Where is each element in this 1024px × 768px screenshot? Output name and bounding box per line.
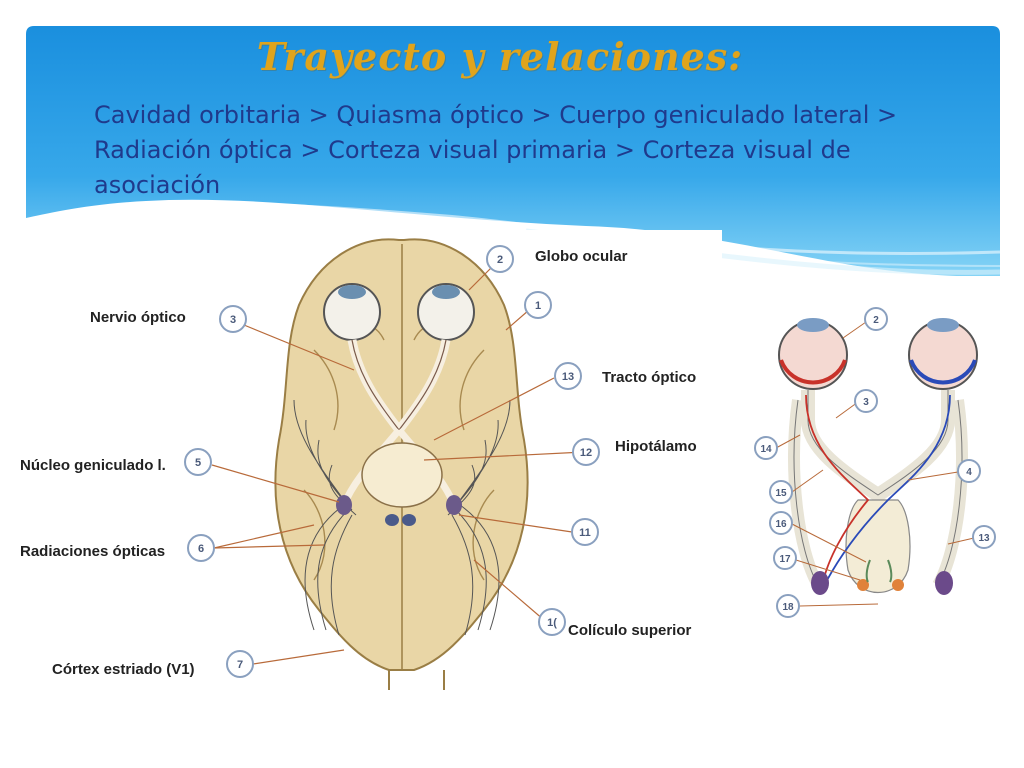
svg-text:6: 6 [198, 543, 204, 555]
marker-2: 2 [864, 307, 888, 331]
marker-4: 4 [957, 459, 981, 483]
marker-3: 3 [219, 305, 247, 333]
label-radiaciones-opticas: Radiaciones ópticas [20, 543, 165, 560]
label-coliculo-superior: Colículo superior [568, 622, 692, 639]
svg-text:7: 7 [237, 659, 243, 671]
svg-text:5: 5 [195, 457, 201, 469]
label-nervio-optico: Nervio óptico [90, 309, 186, 326]
svg-text:11: 11 [579, 527, 591, 539]
marker-7: 7 [226, 650, 254, 678]
visual-pathway-schematic: 2 3 14 4 15 16 13 17 18 [754, 307, 996, 618]
marker-5: 5 [184, 448, 212, 476]
svg-text:13: 13 [562, 371, 574, 383]
schematic-leader-lines [775, 321, 975, 607]
label-globo-ocular: Globo ocular [535, 248, 628, 265]
brain-illustration [274, 238, 529, 690]
marker-6: 6 [187, 534, 215, 562]
svg-text:4: 4 [966, 467, 972, 478]
marker-12: 12 [572, 438, 600, 466]
marker-14: 14 [754, 436, 778, 460]
svg-text:2: 2 [873, 315, 879, 326]
svg-text:1(: 1( [547, 617, 557, 629]
marker-13: 13 [972, 525, 996, 549]
svg-text:15: 15 [775, 488, 787, 499]
brain-markers: 2 1 3 13 12 5 11 6 1( 7 [184, 245, 600, 678]
svg-text:3: 3 [230, 314, 236, 326]
marker-16: 16 [769, 511, 793, 535]
label-tracto-optico: Tracto óptico [602, 369, 696, 386]
slide-title: Trayecto y relaciones: [256, 34, 744, 79]
marker-15: 15 [769, 480, 793, 504]
marker-18: 18 [776, 594, 800, 618]
marker-1: 1 [524, 291, 552, 319]
label-cortex-estriado: Córtex estriado (V1) [52, 661, 195, 678]
svg-text:12: 12 [580, 447, 592, 459]
svg-text:16: 16 [775, 519, 787, 530]
svg-text:13: 13 [978, 533, 990, 544]
svg-text:18: 18 [782, 602, 794, 613]
label-nucleo-geniculado: Núcleo geniculado l. [20, 457, 166, 474]
svg-text:17: 17 [779, 554, 791, 565]
schematic-markers: 2 3 14 4 15 16 13 17 18 [754, 307, 996, 618]
label-hipotalamo: Hipotálamo [615, 438, 697, 455]
marker-11: 11 [571, 518, 599, 546]
svg-text:14: 14 [760, 444, 772, 455]
header-banner [26, 26, 1000, 276]
brain-diagram: 2 1 3 13 12 5 11 6 1( 7 Globo ocular Ner… [14, 230, 722, 690]
marker-3: 3 [854, 389, 878, 413]
marker-2: 2 [486, 245, 514, 273]
marker-10: 1( [538, 608, 566, 636]
svg-text:3: 3 [863, 397, 869, 408]
marker-13: 13 [554, 362, 582, 390]
slide-subtitle: Cavidad orbitaria > Quiasma óptico > Cue… [94, 101, 898, 199]
svg-text:1: 1 [535, 300, 541, 312]
svg-text:2: 2 [497, 254, 503, 266]
schematic-illustration [778, 318, 978, 595]
marker-17: 17 [773, 546, 797, 570]
